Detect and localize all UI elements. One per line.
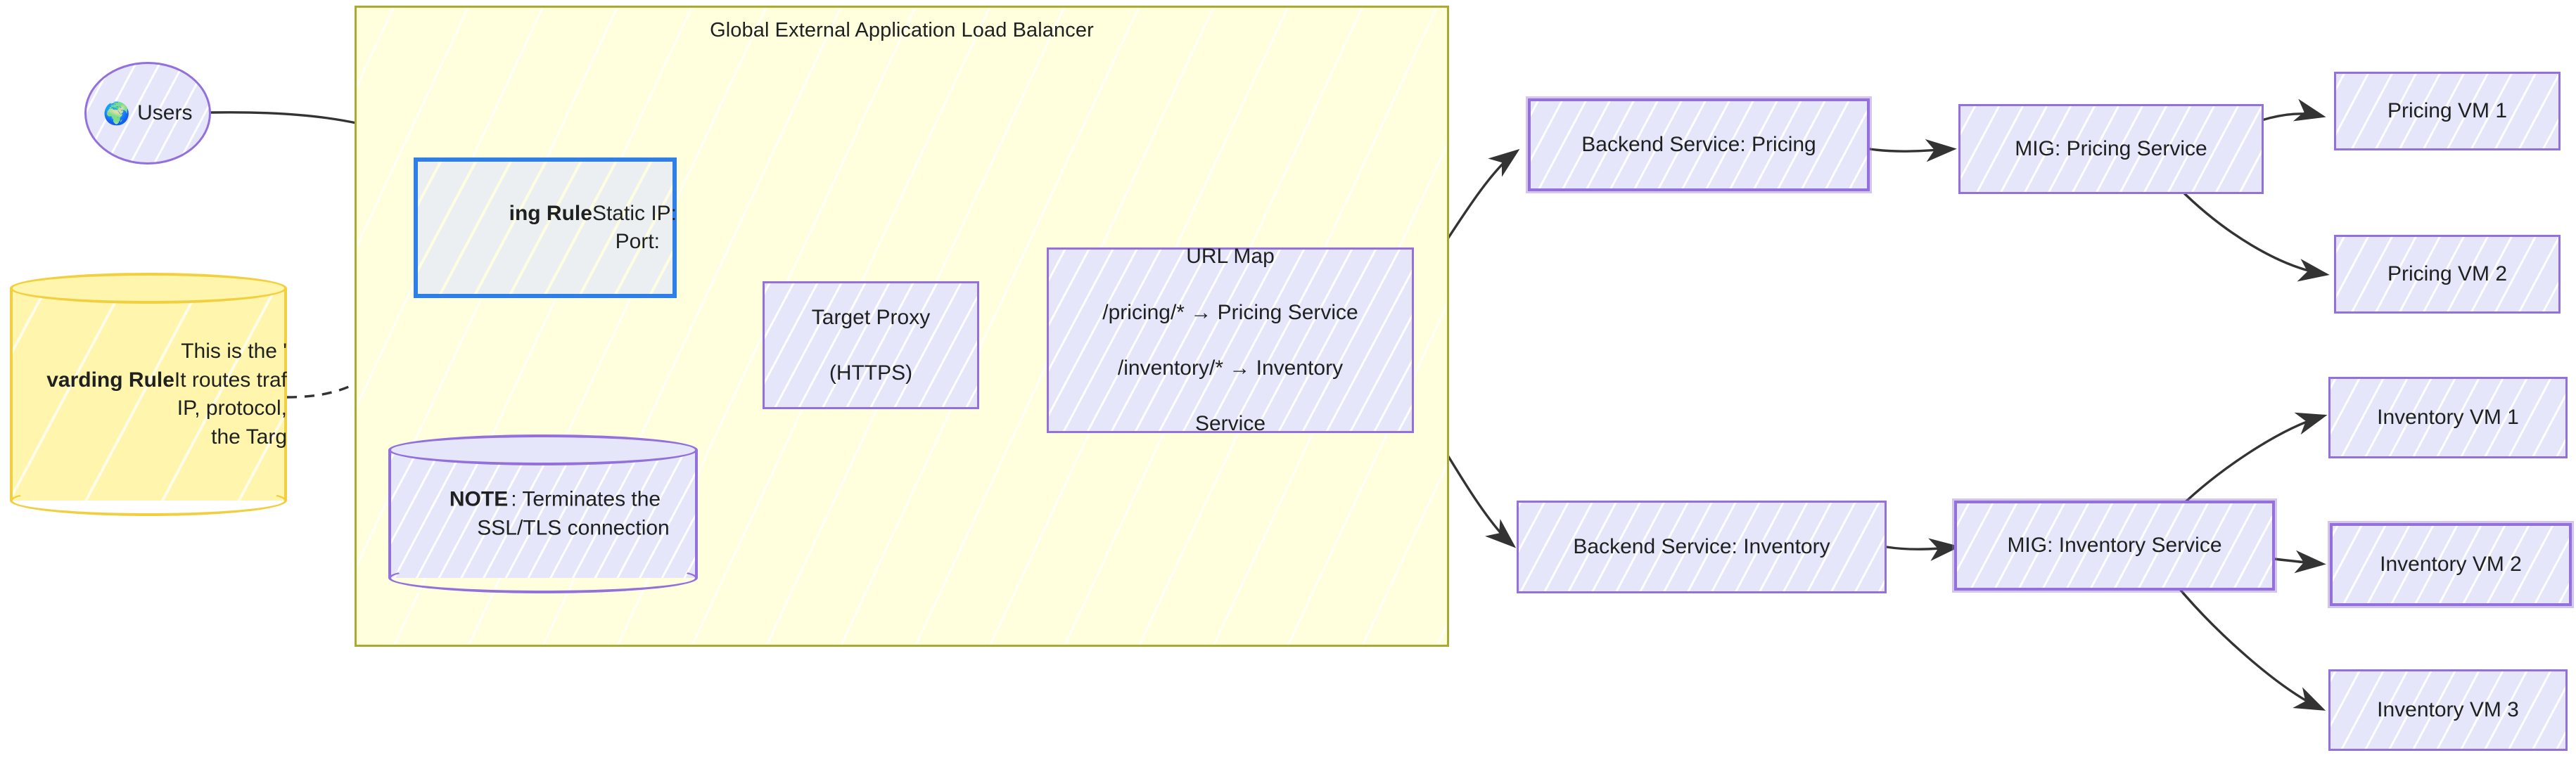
note-target-proxy-text: NOTE: Terminates the SSL/TLS connection: [388, 486, 698, 543]
node-pricing-vm-1[interactable]: Pricing VM 1: [2334, 72, 2561, 150]
node-inventory-vm-1-shape: [2328, 377, 2568, 458]
node-forwarding-rule[interactable]: ing RuleStatic IP: Port:: [414, 157, 677, 298]
node-url-map-line1: URL Map: [1186, 245, 1275, 269]
node-url-map-shape: [1047, 247, 1414, 433]
edge-backend-inventory-to-mig: [1885, 538, 1960, 561]
note-forwarding-line3: IP, protocol,: [177, 397, 287, 420]
node-url-map-line2: /pricing/* → Pricing Service: [1102, 300, 1358, 324]
node-pricing-vm-1-shape: [2334, 72, 2561, 150]
note-forwarding-line1: This is the ': [181, 340, 287, 363]
edge-backend-pricing-to-mig: [1868, 139, 1957, 162]
note-forwarding-rule-top: [10, 273, 287, 304]
node-backend-service-inventory-shape: [1517, 501, 1887, 593]
node-target-proxy-shape: [763, 281, 979, 409]
note-forwarding-rule[interactable]: This is the ' varding RuleIt routes traf…: [10, 273, 287, 516]
node-users[interactable]: 🌍 Users: [84, 62, 211, 165]
node-mig-inventory-service-shape: [1954, 501, 2275, 591]
note-forwarding-line4: the Targ: [211, 425, 287, 449]
node-target-proxy-line1: Target Proxy: [811, 305, 931, 329]
edge-mig-pricing-to-vm2: [2178, 187, 2330, 282]
node-forwarding-rule-shape: [414, 157, 677, 298]
node-inventory-vm-3-label: Inventory VM 3: [2377, 698, 2519, 722]
node-mig-inventory-service[interactable]: MIG: Inventory Service: [1954, 501, 2275, 591]
node-backend-service-inventory[interactable]: Backend Service: Inventory: [1517, 501, 1887, 593]
node-url-map-line4: Service: [1194, 411, 1266, 435]
note-target-proxy-line1: : Terminates the: [511, 487, 661, 511]
node-users-shape: [84, 62, 211, 165]
node-backend-service-pricing-label: Backend Service: Pricing: [1581, 133, 1816, 157]
note-target-proxy-top: [388, 434, 698, 465]
node-inventory-vm-3[interactable]: Inventory VM 3: [2328, 669, 2568, 751]
subgraph-title: Global External Application Load Balance…: [710, 19, 1094, 41]
node-backend-service-inventory-label: Backend Service: Inventory: [1573, 535, 1830, 559]
node-forwarding-rule-line1: Static IP:: [592, 202, 677, 226]
note-forwarding-line2: It routes traf: [174, 368, 287, 392]
node-target-proxy-content: Target Proxy (HTTPS): [802, 276, 940, 415]
note-forwarding-rule-body: [10, 288, 287, 501]
note-target-proxy-body: [388, 450, 698, 578]
node-forwarding-rule-bold: ing Rule: [509, 202, 592, 226]
node-inventory-vm-3-shape: [2328, 669, 2568, 751]
node-url-map[interactable]: URL Map /pricing/* → Pricing Service /in…: [1047, 245, 1414, 435]
node-inventory-vm-1-label: Inventory VM 1: [2377, 406, 2519, 430]
note-target-proxy-line2: SSL/TLS connection: [477, 516, 670, 539]
node-inventory-vm-2-shape: [2330, 523, 2572, 606]
node-url-map-line3: /inventory/* → Inventory: [1117, 356, 1344, 380]
node-pricing-vm-2-label: Pricing VM 2: [2387, 262, 2508, 286]
node-users-label: Users: [137, 101, 193, 125]
node-target-proxy-line2: (HTTPS): [829, 361, 913, 385]
node-backend-service-pricing-shape: [1528, 98, 1870, 191]
note-target-proxy[interactable]: NOTE: Terminates the SSL/TLS connection: [388, 434, 698, 593]
node-pricing-vm-2-shape: [2334, 235, 2561, 314]
node-inventory-vm-1[interactable]: Inventory VM 1: [2328, 377, 2568, 458]
node-mig-pricing-service-shape: [1958, 104, 2264, 194]
note-forwarding-rule-clip: This is the ' varding RuleIt routes traf…: [10, 273, 287, 516]
note-target-proxy-bottom: [388, 562, 698, 593]
node-mig-inventory-service-label: MIG: Inventory Service: [2007, 534, 2222, 558]
node-mig-pricing-service[interactable]: MIG: Pricing Service: [1958, 104, 2264, 194]
node-inventory-vm-2[interactable]: Inventory VM 2: [2330, 523, 2572, 606]
node-forwarding-rule-content: ing RuleStatic IP: Port:: [414, 200, 677, 255]
globe-icon: 🌍: [103, 101, 131, 126]
note-target-proxy-bold: NOTE: [449, 487, 509, 511]
node-pricing-vm-2[interactable]: Pricing VM 2: [2334, 235, 2561, 314]
node-target-proxy[interactable]: Target Proxy (HTTPS): [763, 281, 979, 409]
note-forwarding-rule-bottom: [10, 485, 287, 516]
node-inventory-vm-2-label: Inventory VM 2: [2380, 553, 2522, 577]
node-forwarding-rule-line2: Port:: [615, 230, 660, 253]
edge-mig-inventory-to-vm1: [2172, 412, 2328, 515]
note-forwarding-line2-bold: varding Rule: [46, 368, 174, 392]
node-url-map-content: URL Map /pricing/* → Pricing Service /in…: [1092, 215, 1367, 465]
edge-mig-inventory-to-vm3: [2174, 582, 2326, 711]
node-mig-pricing-service-label: MIG: Pricing Service: [2015, 137, 2207, 161]
node-backend-service-pricing[interactable]: Backend Service: Pricing: [1528, 98, 1870, 191]
node-pricing-vm-1-label: Pricing VM 1: [2387, 99, 2508, 123]
node-users-content: 🌍 Users: [94, 99, 203, 127]
note-forwarding-rule-text: This is the ' varding RuleIt routes traf…: [10, 337, 287, 451]
